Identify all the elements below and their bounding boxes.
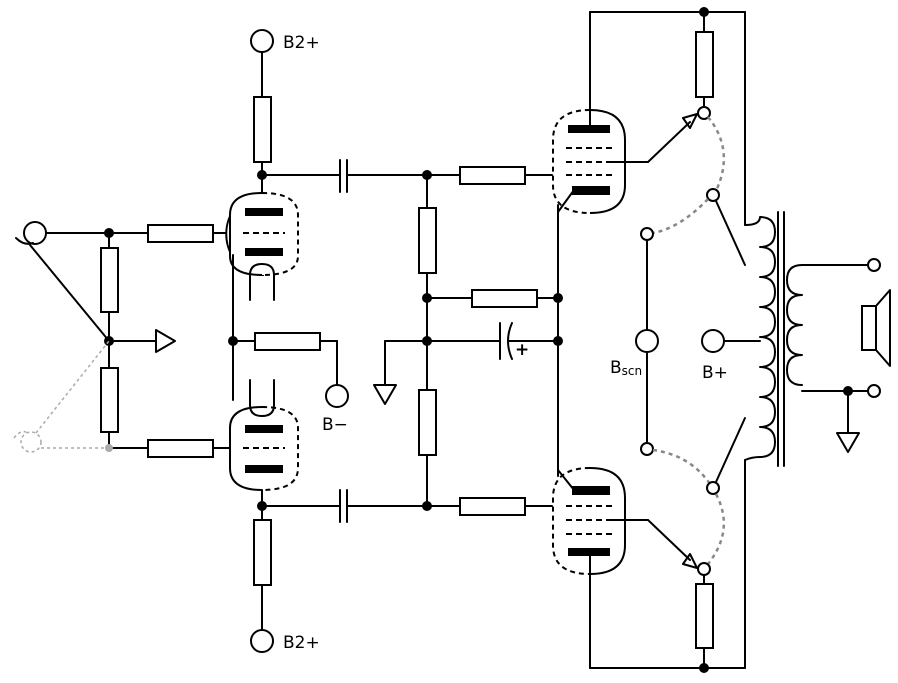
- speaker-terminal-common: [867, 384, 881, 398]
- grid-resistor-lower: [459, 497, 526, 516]
- pentode-upper-cathode: [572, 186, 610, 195]
- pentode-upper-plate: [568, 125, 610, 133]
- b2-bottom-label: B2+: [283, 633, 320, 653]
- speaker-terminal-hot: [867, 258, 881, 272]
- b-plus-terminal: [701, 329, 725, 353]
- grid-stopper-resistor-lower: [147, 439, 214, 458]
- output-transformer: [744, 11, 891, 669]
- b-minus-terminal: [325, 384, 349, 408]
- bias-resistor-mid: [471, 289, 538, 308]
- speaker-magnet: [861, 305, 877, 351]
- triode-upper-cathode: [245, 248, 283, 256]
- pentode-lower-cathode: [572, 486, 610, 495]
- heater-upper: [249, 263, 275, 301]
- cap-polarity-label: +: [515, 340, 529, 360]
- switch-contact-upper-a: [697, 106, 711, 120]
- pentode-lower-plate: [568, 548, 610, 556]
- grid-stopper-resistor-upper: [147, 224, 214, 243]
- b2-top-terminal: [250, 29, 274, 53]
- triode-upper-plate: [245, 208, 283, 216]
- switch-contact-mid-lower: [640, 442, 654, 456]
- coupling-network: +: [339, 159, 563, 523]
- output-tubes: [552, 11, 649, 669]
- bias-resistor-upper: [418, 207, 437, 274]
- screen-tap-switches: Bscn B+: [589, 7, 761, 673]
- ground-symbol-bias: [373, 384, 397, 405]
- b2-top-label: B2+: [283, 33, 320, 53]
- screen-resistor-upper: [695, 31, 714, 98]
- switch-contact-mid-upper: [640, 227, 654, 241]
- phase-splitter: B2+ B− B2+: [225, 29, 349, 653]
- b-scn-terminal: [635, 329, 659, 353]
- input-jack-terminal: [23, 221, 47, 245]
- switch-arm-lower: [647, 519, 691, 561]
- triode-lower-cathode: [245, 425, 283, 433]
- ground-symbol-output: [836, 432, 860, 453]
- transformer-secondary: [786, 264, 803, 386]
- input-resistor-lower: [100, 367, 119, 433]
- input-switch-arm: [29, 244, 110, 342]
- b-scn-label: Bscn: [610, 358, 642, 378]
- switch-contact-lower-b: [706, 481, 720, 495]
- ground-symbol-input: [155, 329, 176, 353]
- b-plus-label: B+: [702, 363, 728, 383]
- plate-load-resistor-upper: [253, 96, 272, 163]
- switch-contact-lower-a: [697, 562, 711, 576]
- switch-arm-upper: [647, 121, 691, 163]
- grid-resistor-upper: [459, 166, 526, 185]
- switch-contact-upper-b: [706, 188, 720, 202]
- tail-resistor: [254, 332, 321, 351]
- input-section: [13, 221, 251, 458]
- bias-resistor-lower: [418, 389, 437, 456]
- speaker-icon: [875, 289, 891, 367]
- input-jack-sleeve: [15, 237, 34, 245]
- input-resistor-upper: [100, 247, 119, 313]
- b-minus-label: B−: [322, 415, 348, 435]
- b2-bottom-terminal: [250, 629, 274, 653]
- plate-load-resistor-lower: [253, 519, 272, 586]
- screen-resistor-lower: [695, 583, 714, 649]
- transformer-primary: [744, 216, 776, 461]
- triode-lower-plate: [245, 465, 283, 473]
- heater-lower: [249, 379, 275, 417]
